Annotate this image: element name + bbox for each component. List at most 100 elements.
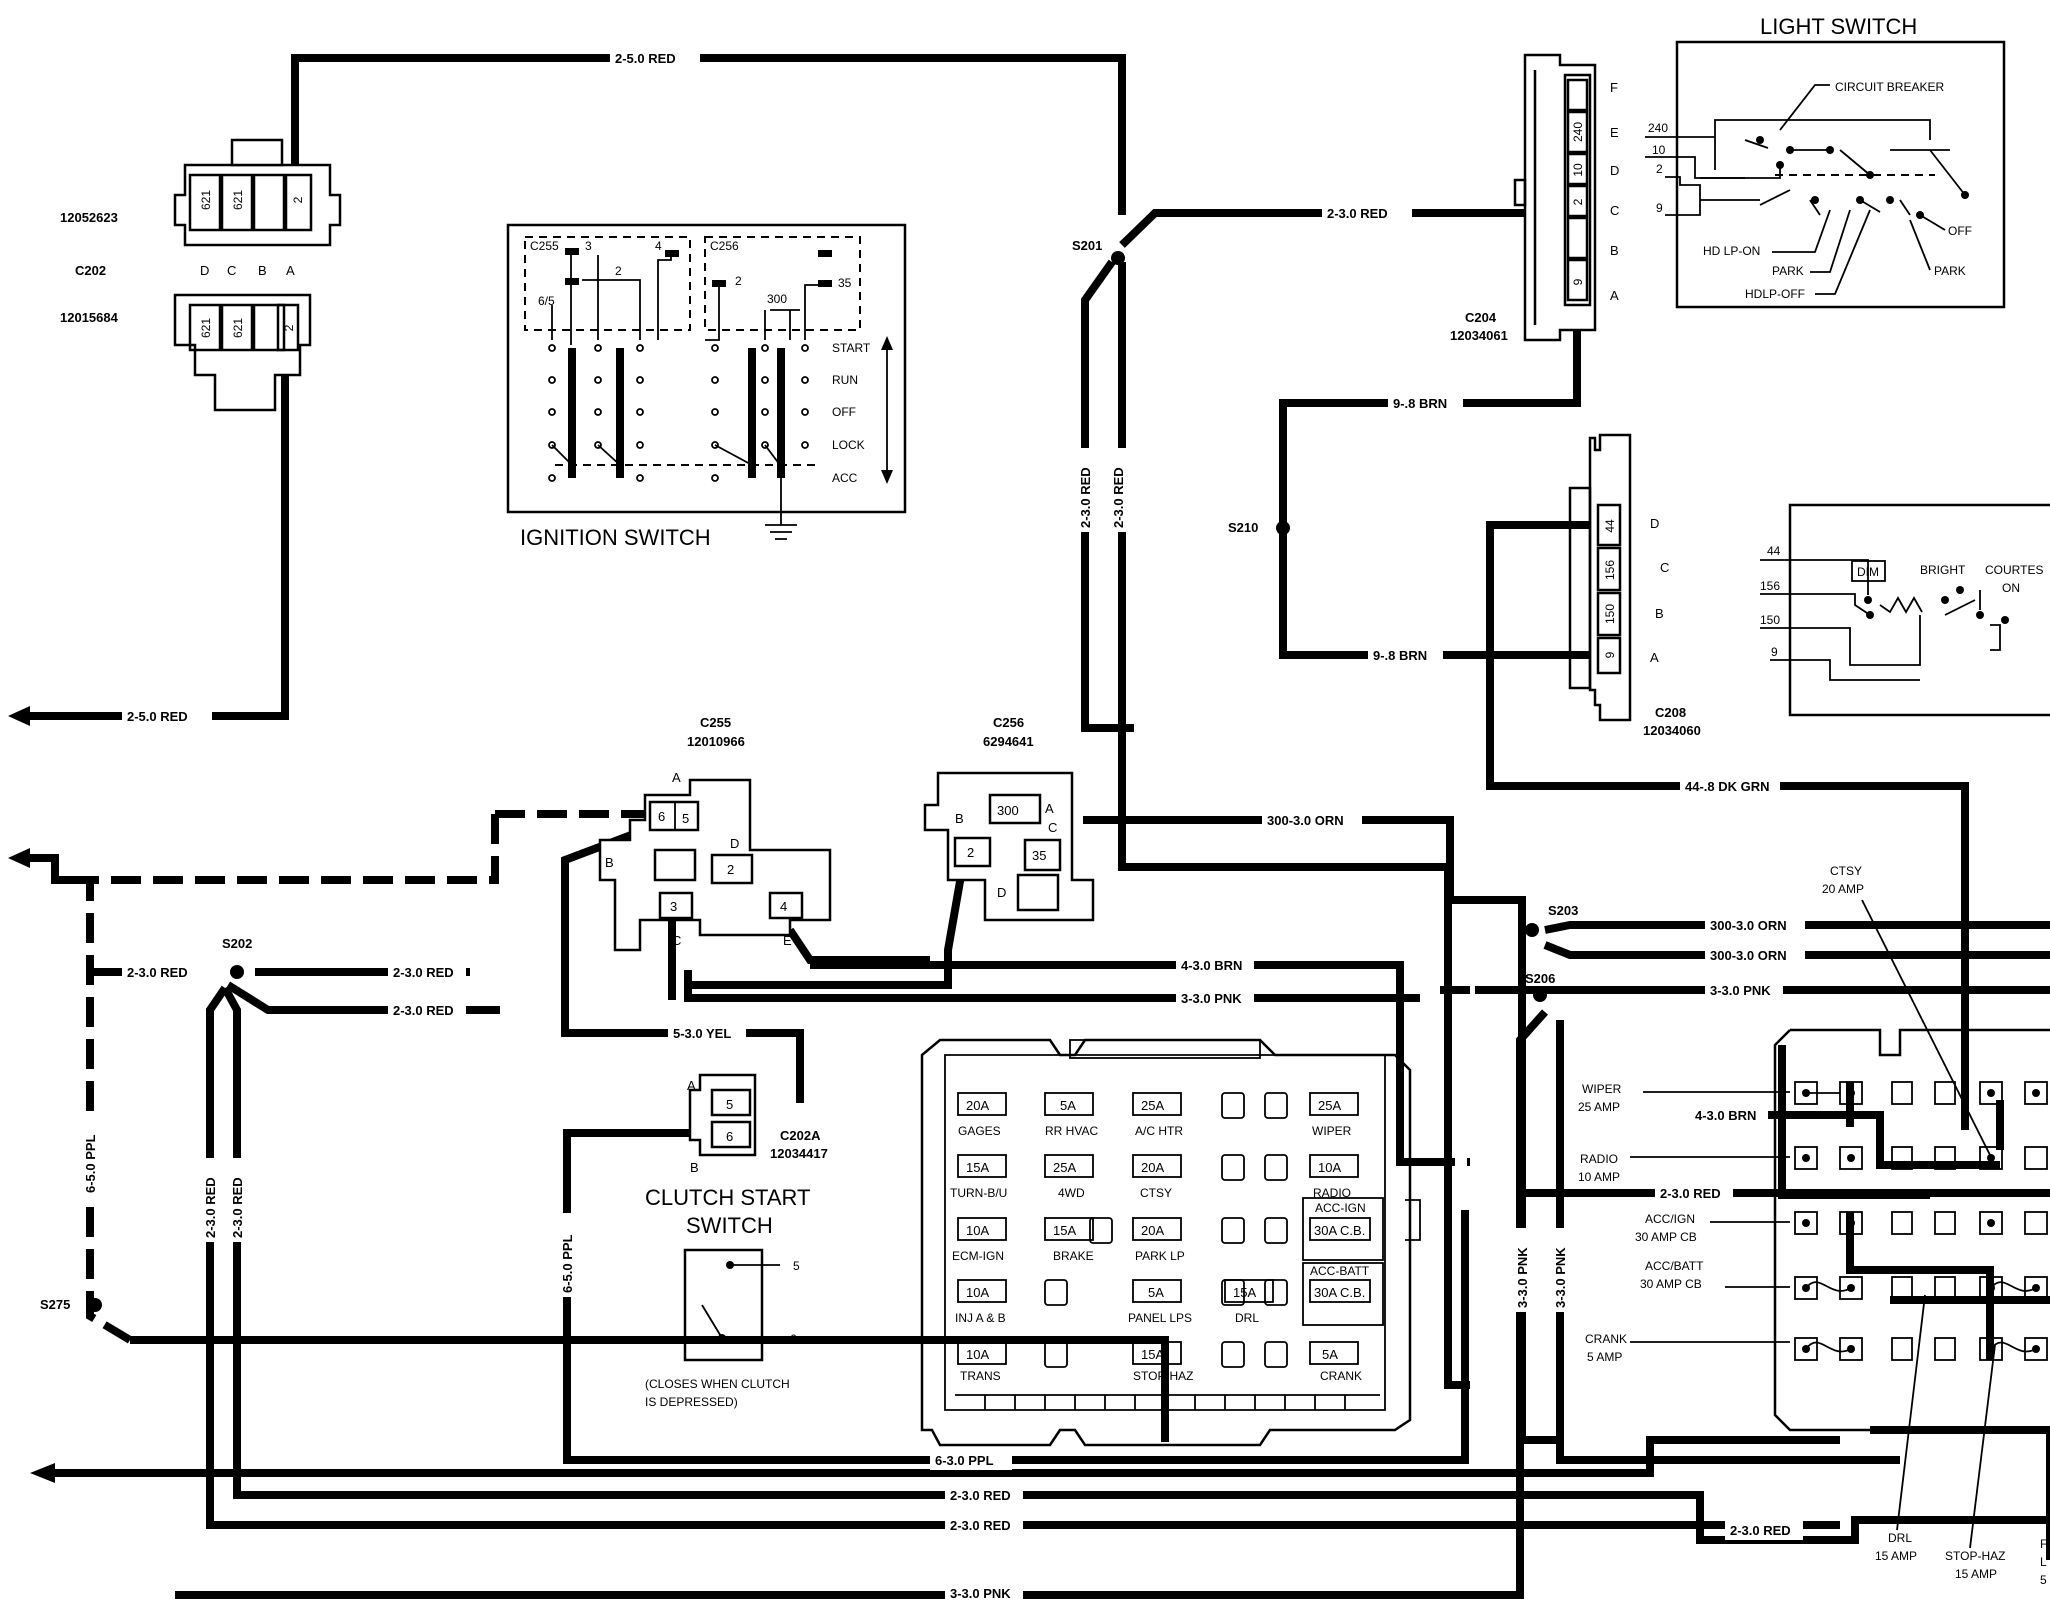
light-switch-hdlp-off: HDLP-OFF (1745, 287, 1805, 301)
fuse-rating: 5A (1060, 1098, 1076, 1113)
wire-label-vertical: 3-3.0 PNK (1553, 1247, 1568, 1308)
c256-name: C256 (993, 715, 1024, 730)
fuse-rating: 10A (966, 1223, 989, 1238)
ign-pos-acc: ACC (832, 471, 858, 485)
callout-wiper-line1: WIPER (1582, 1082, 1622, 1096)
wire-44-dk-grn (1486, 521, 1969, 1130)
wire-6-5-ppl-dash (86, 814, 499, 1344)
light-switch-circuit-breaker: CIRCUIT BREAKER (1835, 80, 1944, 94)
callout-crank-line1: CRANK (1585, 1332, 1627, 1346)
wire-label-vertical: 6-5.0 PPL (560, 1234, 575, 1293)
c202-pin-a-top: 2 (291, 196, 305, 203)
dimmer-on: ON (2002, 581, 2020, 595)
callout-wiper-line2: 25 AMP (1578, 1100, 1620, 1114)
c208-letter-a: A (1650, 650, 1659, 665)
c255-pin-4: 4 (780, 899, 787, 914)
c255-letter-d: D (730, 836, 739, 851)
wire-c255-e (786, 927, 930, 964)
c208-letter-b: B (1655, 606, 1664, 621)
wire-label-vertical: 6-5.0 PPL (83, 1134, 98, 1193)
arrow-left-mid (8, 848, 30, 868)
fuse-name: TRANS (960, 1369, 1001, 1383)
clutch-pin-5: 5 (793, 1259, 800, 1273)
ign-pos-lock: LOCK (832, 438, 865, 452)
dimmer-wire-9: 9 (1771, 645, 1778, 659)
light-switch-wire-240: 240 (1648, 121, 1668, 135)
c204-letter-c: C (1610, 203, 1619, 218)
fuse-acc-batt: ACC-BATT (1310, 1264, 1370, 1278)
c208-letter-d: D (1650, 516, 1659, 531)
c202-letter-d: D (200, 263, 209, 278)
light-switch-park1: PARK (1772, 264, 1804, 278)
ign-pin-35: 35 (838, 276, 852, 290)
splice-s210-node (1276, 521, 1290, 535)
c256-pin-35: 35 (1032, 848, 1046, 863)
fuse-row-4: 10A INJ A & B 5A PANEL LPS 15A DRL ACC-B… (955, 1264, 1371, 1325)
c204-pin-e: 240 (1571, 122, 1585, 142)
c256-pin-2: 2 (967, 845, 974, 860)
c208-name: C208 (1655, 705, 1686, 720)
fuse-name: GAGES (958, 1124, 1001, 1138)
fuse-acc-ign-cb: 30A C.B. (1314, 1223, 1365, 1238)
splice-s275-node (88, 1298, 102, 1312)
c204-letter-e: E (1610, 125, 1619, 140)
callout-accign-line2: 30 AMP CB (1635, 1230, 1697, 1244)
callout-ctsy-line2: 20 AMP (1822, 882, 1864, 896)
wire-300-orn-r1 (1544, 921, 2050, 934)
wire-label-vertical: 2-3.0 RED (230, 1177, 245, 1238)
fuse-name: BRAKE (1053, 1249, 1094, 1263)
wire-label: 6-3.0 PPL (935, 1453, 994, 1468)
wire-label: 4-3.0 BRN (1695, 1108, 1756, 1123)
splice-s202-node (230, 965, 244, 979)
dimmer-wire-156: 156 (1760, 579, 1780, 593)
light-switch-wire-2: 2 (1656, 162, 1663, 176)
splice-s275-label: S275 (40, 1297, 70, 1312)
ignition-switch-title: IGNITION SWITCH (520, 525, 711, 550)
clutch-note-line2: IS DEPRESSED) (645, 1395, 738, 1409)
c208-letter-c: C (1660, 560, 1669, 575)
ign-pin-2b: 2 (735, 274, 742, 288)
c208-pin-b: 150 (1603, 604, 1617, 624)
c204-name: C204 (1465, 310, 1497, 325)
wire-s275 (130, 1336, 1169, 1442)
fuse-name: ECM-IGN (952, 1249, 1004, 1263)
callout-accbatt-line2: 30 AMP CB (1640, 1277, 1702, 1291)
wire-4-brn-mid (810, 961, 1425, 1166)
c202-letter-a: A (286, 263, 295, 278)
ign-pin-3: 3 (585, 239, 592, 253)
c256-letter-d: D (997, 885, 1006, 900)
clutch-title-line1: CLUTCH START (645, 1185, 810, 1210)
wire-label: 9-.8 BRN (1393, 396, 1447, 411)
wire-right-drop-2 (1846, 1232, 1994, 1360)
c256-letter-b: B (955, 811, 964, 826)
c255-pin-3: 3 (670, 899, 677, 914)
fuse-rating: 10A (966, 1347, 989, 1362)
fuse-acc-ign: ACC-IGN (1315, 1201, 1366, 1215)
splice-s201-node (1111, 251, 1125, 265)
ign-pos-run: RUN (832, 373, 858, 387)
fuse-row-3: 10A ECM-IGN 15A BRAKE 20A PARK LP ACC-IG… (952, 1201, 1371, 1263)
ign-pin-300: 300 (767, 292, 787, 306)
c208-pin-d: 44 (1603, 519, 1617, 533)
fuse-name: INJ A & B (955, 1311, 1006, 1325)
fuse-rating: 15A (1233, 1285, 1256, 1300)
c204-pin-c: 2 (1571, 198, 1585, 205)
wire-label-vertical: 2-3.0 RED (203, 1177, 218, 1238)
wire-label: 2-3.0 RED (1730, 1523, 1791, 1538)
c204-pin-d: 10 (1571, 163, 1585, 177)
c204-letter-b: B (1610, 243, 1619, 258)
wire-label: 9-.8 BRN (1373, 648, 1427, 663)
wire-2-5-red-left (30, 335, 289, 720)
wire-label: 2-3.0 RED (393, 1003, 454, 1018)
c202-pin-d-bottom: 621 (199, 318, 213, 338)
light-switch: LIGHT SWITCH CIRCUIT BREAKER 240 10 2 9 … (1645, 14, 2006, 309)
wire-s201-to-c204 (1119, 209, 1555, 248)
wire-s202-down (206, 985, 1670, 1529)
fuse-name: 4WD (1058, 1186, 1085, 1200)
wire-label-vertical: 2-3.0 RED (1111, 467, 1126, 528)
c202-part-top: 12052623 (60, 210, 118, 225)
c255-pin-2: 2 (727, 862, 734, 877)
fuse-name: RR HVAC (1045, 1124, 1098, 1138)
splice-s202-label: S202 (222, 936, 252, 951)
light-switch-wire-10: 10 (1652, 143, 1666, 157)
